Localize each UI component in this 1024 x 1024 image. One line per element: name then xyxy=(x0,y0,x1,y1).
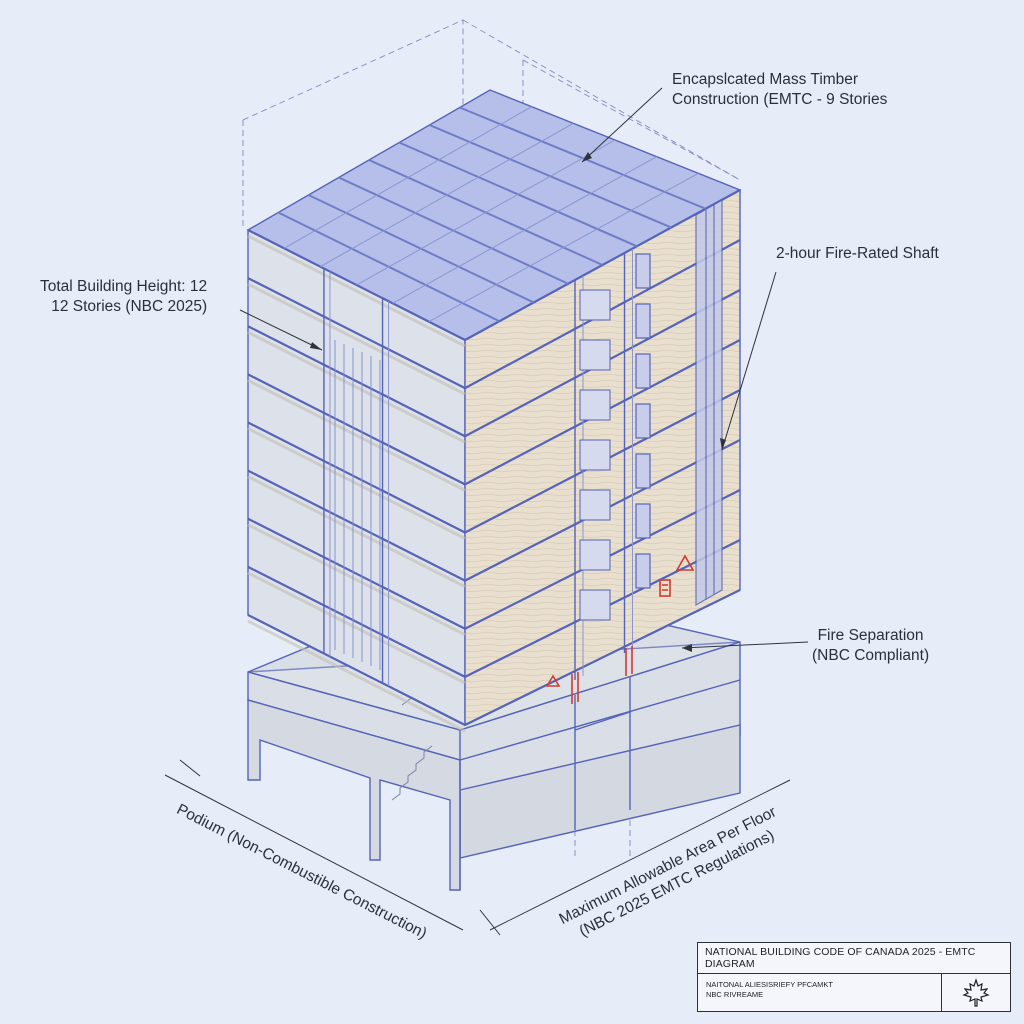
title-block-info-line1: NAITONAL ALIESISRIEFY PFCAMKT xyxy=(706,980,833,989)
fire-hazard-icon xyxy=(545,554,695,704)
floor-slab-left xyxy=(247,373,466,486)
height-label: Total Building Height: 12 12 Stories (NB… xyxy=(40,277,207,318)
floor-slab-left xyxy=(247,421,466,534)
floor-slab-edge xyxy=(247,234,466,348)
floor-slab-left xyxy=(247,469,466,582)
curtain-panel xyxy=(579,289,611,321)
window xyxy=(635,403,651,439)
roof-ribs xyxy=(277,106,707,323)
window xyxy=(635,503,651,539)
height-label-line2: 12 Stories (NBC 2025) xyxy=(51,298,208,316)
curtain-panel xyxy=(579,439,611,471)
floor-slab-edge xyxy=(247,427,466,540)
emtc-label-line2: Construction (EMTC - 9 Stories xyxy=(672,91,888,109)
floor-slab-left xyxy=(247,517,466,630)
leader-arrowheads xyxy=(310,152,726,652)
shaft-label: 2-hour Fire-Rated Shaft xyxy=(776,244,939,264)
floor-slab-left xyxy=(247,565,466,678)
roof-joist xyxy=(428,172,699,323)
floor-slab-edge xyxy=(247,282,466,396)
title-block-info: NAITONAL ALIESISRIEFY PFCAMKT NBC RIVREA… xyxy=(698,974,942,1012)
floor-slab-edge xyxy=(247,523,466,637)
height-label-line1: Total Building Height: 12 xyxy=(40,278,208,295)
curtain-panel xyxy=(579,389,611,421)
emtc-label: Encapslcated Mass Timber Construction (E… xyxy=(672,70,887,111)
title-block-title: NATIONAL BUILDING CODE OF CANADA 2025 - … xyxy=(698,943,1010,974)
window xyxy=(635,253,651,289)
shaft-label-text: 2-hour Fire-Rated Shaft xyxy=(776,245,939,262)
floor-slab-edge xyxy=(247,330,466,444)
curtain-panel xyxy=(579,339,611,371)
fire-rated-shaft xyxy=(695,198,723,607)
window xyxy=(635,553,651,589)
separation-label: Fire Separation (NBC Compliant) xyxy=(812,626,929,667)
floor-slab-edge xyxy=(247,571,466,685)
columns xyxy=(323,249,633,687)
floor-slab-edge xyxy=(247,475,466,588)
floor-slab-left xyxy=(247,325,466,438)
window xyxy=(635,353,651,389)
separation-label-line2: (NBC Compliant) xyxy=(812,647,930,665)
curtain-panel xyxy=(579,539,611,571)
window xyxy=(635,303,651,339)
roof-joist xyxy=(320,122,574,268)
leader-lines xyxy=(164,87,809,936)
floor-slab-edge xyxy=(247,379,466,492)
roof-joist xyxy=(283,106,532,249)
roof-joist xyxy=(356,139,616,286)
floor-slab-right xyxy=(464,589,741,726)
emtc-label-line1: Encapslcated Mass Timber xyxy=(672,71,859,88)
window xyxy=(635,453,651,489)
floor-slab-left xyxy=(247,614,466,726)
title-block: NATIONAL BUILDING CODE OF CANADA 2025 - … xyxy=(697,942,1011,1012)
separation-label-line1: Fire Separation xyxy=(817,627,924,644)
roof-joist xyxy=(392,156,657,304)
title-block-info-line2: NBC RIVREAME xyxy=(706,989,764,999)
curtain-panel xyxy=(579,489,611,521)
maple-leaf-icon xyxy=(942,974,1010,1012)
curtain-panel xyxy=(579,589,611,621)
floor-slab-edge xyxy=(247,619,466,733)
windows xyxy=(579,253,651,621)
floor-slab-left xyxy=(247,277,466,390)
